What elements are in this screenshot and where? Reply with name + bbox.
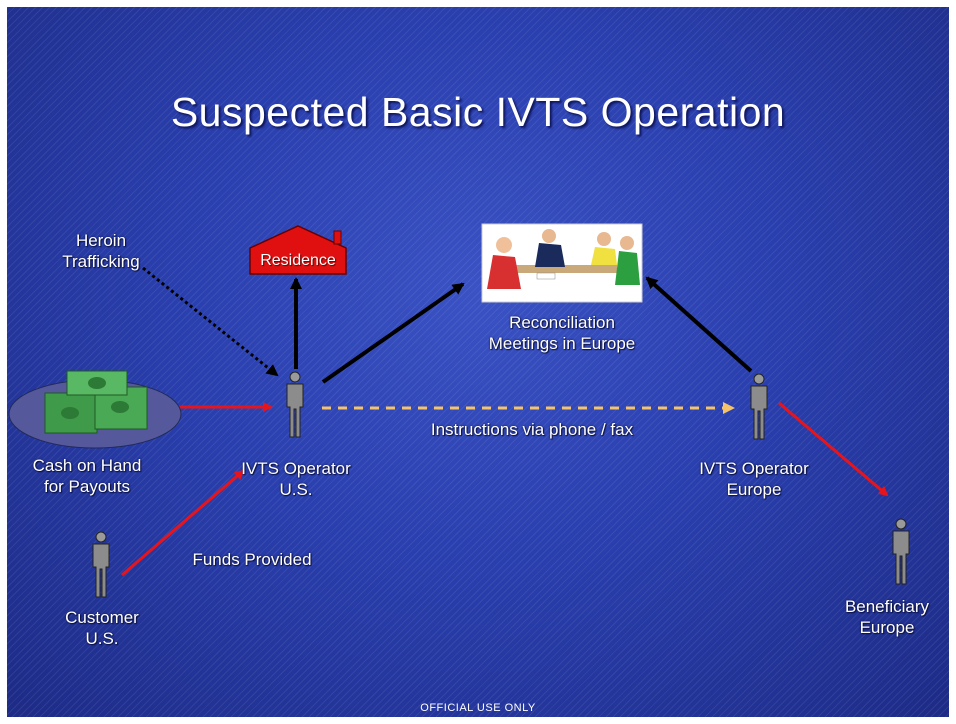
money-icon	[8, 370, 182, 449]
slide-title: Suspected Basic IVTS Operation	[170, 89, 786, 135]
footer-classification: OFFICIAL USE ONLY	[420, 702, 536, 714]
arrow-eu-operator-to-meetings	[645, 276, 753, 373]
diagram-canvas	[8, 223, 910, 598]
funds-provided-label: Funds Provided	[192, 550, 312, 569]
instructions-label: Instructions via phone / fax	[430, 420, 634, 439]
arrow-heroin-to-operator	[142, 266, 279, 377]
operator-eu-person-icon	[750, 373, 768, 440]
operator-us-person-icon	[286, 371, 304, 438]
arrow-customer-to-operator	[121, 469, 245, 577]
arrow-operator-eu-to-beneficiary	[778, 401, 889, 497]
meeting-image	[481, 223, 643, 303]
beneficiary-person-icon	[892, 518, 910, 585]
customer-person-icon	[92, 531, 110, 598]
slide: Suspected Basic IVTS Operation	[7, 7, 949, 717]
arrow-operator-to-meetings	[321, 282, 465, 384]
residence-label: Residence	[260, 252, 336, 269]
house-icon	[249, 225, 347, 275]
